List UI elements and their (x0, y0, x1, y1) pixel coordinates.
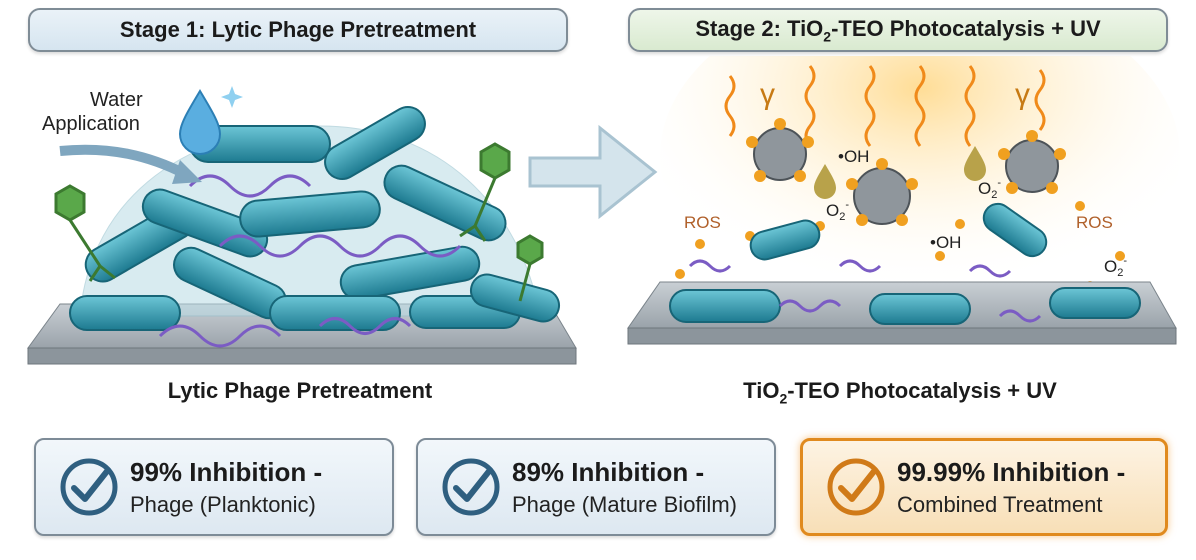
surface-slab-edge (627, 327, 1177, 345)
tio2-particle-2 (846, 158, 918, 226)
checkmark-icon (442, 458, 500, 516)
stage2-caption: TiO2-TEO Photocatalysis + UV (743, 378, 1057, 407)
biofilm-illustration: Water Application (27, 86, 577, 365)
damaged-bacteria (669, 202, 1141, 325)
o2-label-2: O2- (978, 177, 1001, 201)
result-subtitle: Combined Treatment (897, 491, 1103, 517)
o2-label-1: O2- (826, 199, 849, 223)
stage2-header: Stage 2: TiO2-TEO Photocatalysis + UV (628, 8, 1168, 52)
stage1-caption: Lytic Phage Pretreatment (167, 378, 433, 403)
tio2-particle-1 (746, 118, 814, 182)
droplet-icon (964, 146, 986, 181)
water-label-line1: Water (90, 89, 143, 111)
dna-strands (158, 174, 462, 348)
water-arrow (59, 144, 188, 179)
result-card-mature-biofilm: 89% Inhibition - Phage (Mature Biofilm) (416, 438, 776, 536)
uv-glow (660, 56, 1180, 326)
stage2-header-text: Stage 2: TiO2-TEO Photocatalysis + UV (695, 15, 1101, 45)
checkmark-icon (60, 458, 118, 516)
droplet-icon (814, 164, 836, 199)
gamma-right-label: γ (1015, 78, 1030, 111)
result-card-planktonic: 99% Inhibition - Phage (Planktonic) (34, 438, 394, 536)
phage-bottom-right (516, 234, 544, 302)
checkmark-icon (827, 458, 885, 516)
bacteria-cluster (69, 106, 561, 331)
result-card-combined: 99.99% Inhibition - Combined Treatment (800, 438, 1168, 536)
photocatalysis-illustration: γ γ •OH •OH O2- O2- O2- ROS ROS (627, 56, 1180, 345)
result-title: 99.99% Inhibition - (897, 456, 1126, 487)
result-subtitle: Phage (Planktonic) (130, 491, 316, 517)
gamma-left-label: γ (760, 78, 775, 111)
oh-label-1: •OH (838, 147, 869, 166)
dna-fragments (688, 259, 1042, 323)
oh-label-2: •OH (930, 233, 961, 252)
tio2-particle-3 (998, 130, 1066, 194)
stage1-header: Stage 1: Lytic Phage Pretreatment (28, 8, 568, 52)
sparkle-icon (221, 86, 243, 108)
phage-right (459, 142, 511, 242)
water-arrow-head (172, 160, 202, 184)
water-label-line2: Application (42, 113, 140, 135)
uv-rays (724, 65, 1046, 147)
svg-text:O2-: O2- (1104, 255, 1127, 279)
o2-label-3: O2- (1104, 255, 1127, 279)
ros-label-left: ROS (684, 213, 721, 232)
ros-label-right: ROS (1076, 213, 1113, 232)
transition-arrow-icon (528, 124, 658, 220)
water-drop-icon (178, 89, 222, 155)
result-title: 99% Inhibition - (130, 456, 323, 487)
result-subtitle: Phage (Mature Biofilm) (512, 491, 737, 517)
result-title: 89% Inhibition - (512, 456, 705, 487)
phage-left (54, 184, 116, 282)
svg-text:O2-: O2- (978, 177, 1001, 201)
stage1-header-text: Stage 1: Lytic Phage Pretreatment (119, 17, 477, 42)
surface-slab-edge (27, 347, 577, 365)
svg-text:O2-: O2- (826, 199, 849, 223)
